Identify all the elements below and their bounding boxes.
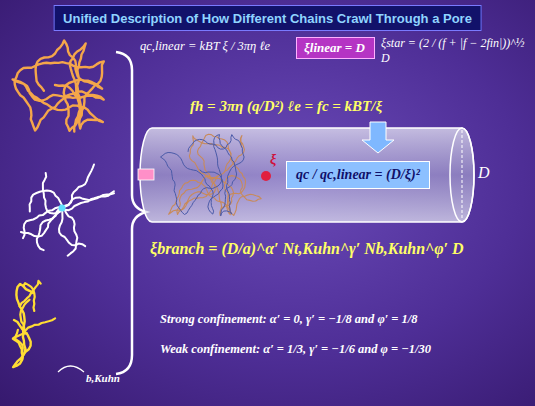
- diameter-line: [462, 130, 463, 220]
- formula: qc,linear = kBT ξ / 3πη ℓe: [140, 39, 270, 54]
- star-arm: [62, 165, 94, 209]
- dimension: D: [478, 164, 490, 182]
- formula: fh = 3πη (q/D²) ℓe = fc = kBT/ξ: [190, 98, 382, 115]
- note: Weak confinement: α′ = 1/3, γ′ = −1/6 an…: [160, 342, 431, 357]
- title: Unified Description of How Different Cha…: [63, 11, 472, 26]
- highlight-box: ξlinear = D: [296, 37, 375, 59]
- pore-cylinder: [140, 128, 474, 222]
- down-arrow: [362, 122, 394, 153]
- star-arm: [62, 193, 114, 208]
- callout-label: b,Kuhn: [86, 372, 120, 384]
- star-arm: [37, 208, 62, 250]
- title-bar: Unified Description of How Different Cha…: [53, 5, 482, 31]
- branch: [13, 330, 23, 360]
- star-arm: [59, 208, 85, 246]
- star-core: [59, 205, 66, 212]
- branch: [23, 318, 55, 333]
- formula: ξlinear = D: [304, 40, 367, 56]
- pore-chain: [161, 135, 245, 216]
- star-arm: [62, 191, 114, 210]
- blob: [261, 171, 271, 181]
- formula: ξstar = (2 / (f + |f − 2fin|))^½ D: [381, 36, 530, 66]
- note: Strong confinement: α′ = 0, γ′ = −1/8 an…: [160, 312, 418, 327]
- kuhn-arc: [58, 366, 84, 372]
- ratio-box: qc / qc,linear = (D/ξ)²: [286, 161, 430, 189]
- pore-end: [450, 128, 474, 222]
- force-arrow: [138, 169, 154, 180]
- formula: ξbranch = (D/a)^α′ Nt,Kuhn^γ′ Nb,Kuhn^φ′…: [150, 240, 464, 258]
- branch: [20, 281, 41, 307]
- pore-chain: [169, 134, 262, 216]
- star-arm: [62, 208, 77, 256]
- bracket: [116, 52, 146, 374]
- linear-chain: [13, 41, 104, 132]
- symbol: ξ: [270, 152, 276, 168]
- formula: qc / qc,linear = (D/ξ)²: [296, 167, 420, 183]
- star-arm: [30, 191, 62, 212]
- branch: [23, 283, 34, 311]
